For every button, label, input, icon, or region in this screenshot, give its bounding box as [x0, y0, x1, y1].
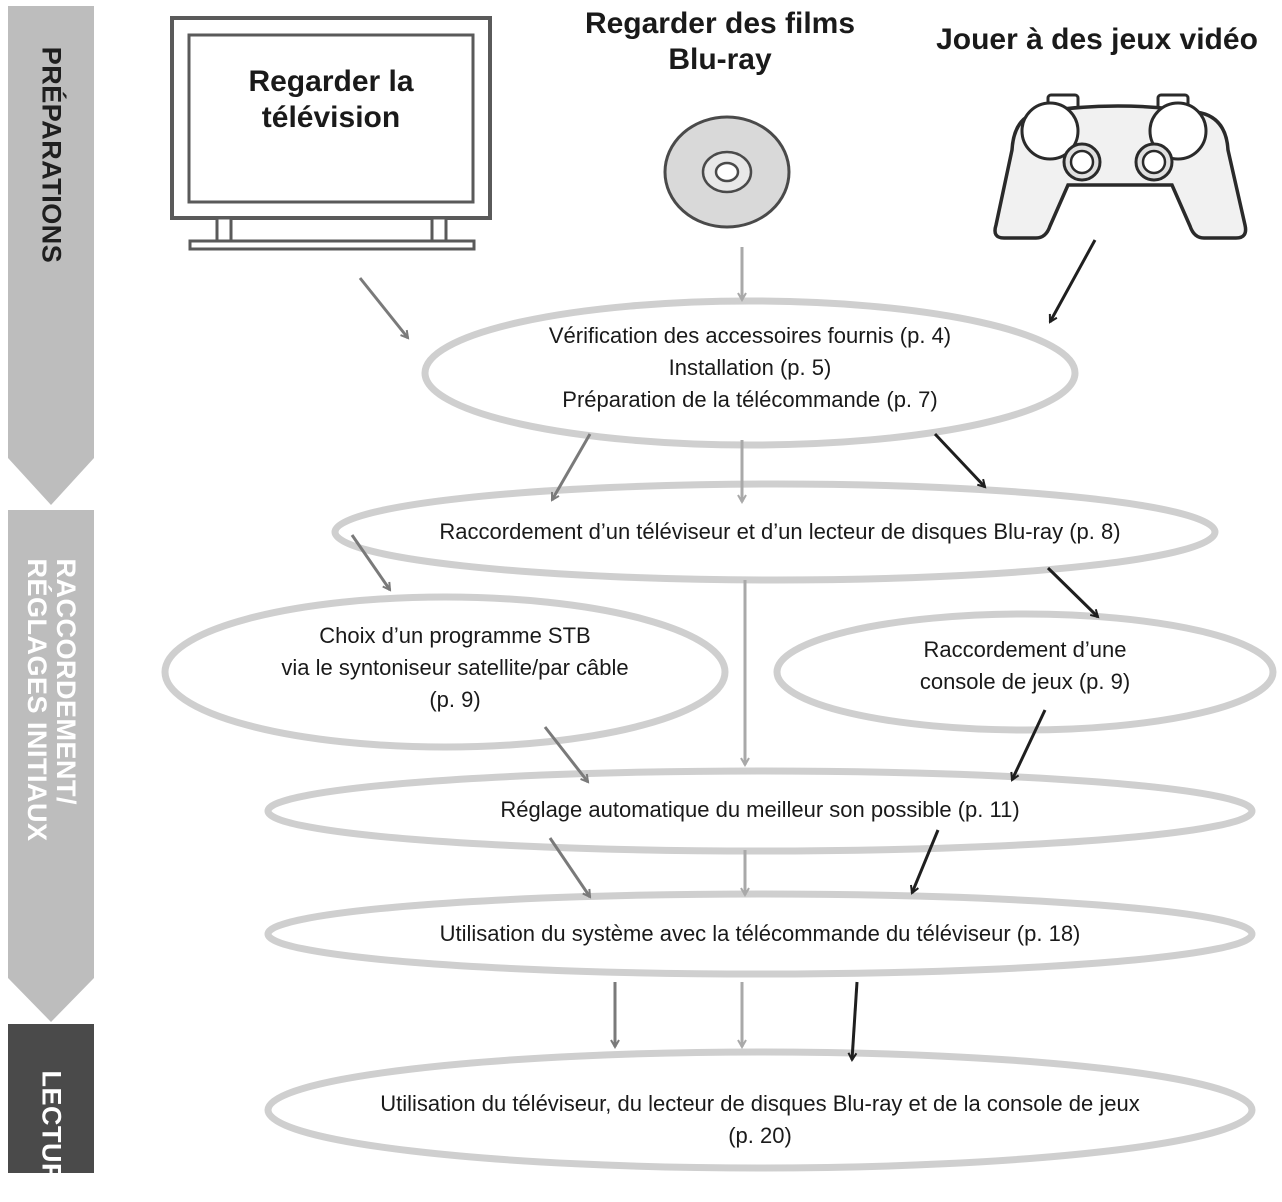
ellipse-utilisation-telecommande: [264, 890, 1256, 978]
sidebar-label-raccordement-line1: RACCORDEMENT/: [51, 558, 81, 805]
tv-icon: [170, 16, 492, 251]
ellipse-reglage-son: [264, 767, 1256, 855]
band-preparations: [8, 6, 94, 505]
sidebar-label-lecture: LECTURE: [36, 1070, 67, 1202]
arrow-reglage-to-util-right: [912, 829, 940, 893]
sidebar-label-preparations: PRÉPARATIONS: [36, 46, 67, 264]
step-preparation-line3: Préparation de la télécommande (p. 7): [562, 387, 938, 412]
step-utilisation-telecommande-line1: Utilisation du système avec la télécomma…: [439, 921, 1081, 946]
ellipse-utilisation-finale: [264, 1048, 1256, 1172]
band-raccordement: [8, 510, 94, 1022]
step-choix-stb-line2: via le syntoniseur satellite/par câble: [281, 655, 629, 680]
arrow-racc-to-stb: [350, 534, 392, 590]
header-bluray-line2: Blu-ray: [668, 43, 772, 76]
ellipse-choix-stb: [161, 593, 729, 751]
step-choix-stb: Choix d’un programme STB via le syntonis…: [200, 620, 710, 716]
step-choix-stb-line3: (p. 9): [429, 687, 481, 712]
arrow-racc-to-console: [1046, 566, 1098, 617]
ellipse-preparation: [421, 297, 1079, 449]
arrow-stb-to-reglage: [543, 726, 588, 782]
header-bluray-line1: Regarder des films: [584, 7, 856, 40]
step-console-line1: Raccordement d’une: [923, 637, 1127, 662]
header-tv: Regarder la télévision: [189, 64, 473, 136]
step-reglage-son-line1: Réglage automatique du meilleur son poss…: [500, 797, 1020, 822]
arrow-prep-to-racc-left: [550, 433, 592, 500]
arrow-util-to-final-right: [852, 981, 859, 1060]
arrow-game-to-preparation: [1048, 239, 1097, 322]
arrow-tv-to-preparation: [358, 277, 408, 338]
step-raccordement-tv: Raccordement d’un téléviseur et d’un lec…: [340, 516, 1220, 548]
header-game-line1: Jouer à des jeux vidéo: [936, 23, 1258, 56]
step-reglage-son: Réglage automatique du meilleur son poss…: [390, 794, 1130, 826]
flow-diagram: [8, 6, 1277, 1173]
gamepad-icon: [993, 93, 1248, 240]
step-choix-stb-line1: Choix d’un programme STB: [319, 623, 591, 648]
sidebar-label-raccordement-line2: RÉGLAGES INITIAUX: [22, 558, 52, 842]
step-utilisation-finale-line2: (p. 20): [728, 1123, 792, 1148]
arrow-prep-to-racc-right: [933, 432, 985, 487]
header-tv-line2: télévision: [261, 101, 401, 134]
sidebar-label-raccordement: RACCORDEMENT/ RÉGLAGES INITIAUX: [22, 558, 81, 842]
step-raccordement-tv-line1: Raccordement d’un téléviseur et d’un lec…: [439, 519, 1121, 544]
disc-icon: [663, 115, 791, 229]
step-preparation-line2: Installation (p. 5): [668, 355, 832, 380]
ellipse-raccordement-tv: [331, 480, 1219, 584]
step-utilisation-telecommande: Utilisation du système avec la télécomma…: [330, 918, 1190, 950]
arrow-console-to-reglage: [1012, 709, 1047, 780]
step-preparation-line1: Vérification des accessoires fournis (p.…: [548, 323, 952, 348]
header-game: Jouer à des jeux vidéo: [912, 22, 1282, 58]
step-console: Raccordement d’une console de jeux (p. 9…: [850, 634, 1200, 698]
header-tv-line1: Regarder la: [248, 65, 414, 98]
step-preparation: Vérification des accessoires fournis (p.…: [450, 320, 1050, 416]
step-console-line2: console de jeux (p. 9): [919, 669, 1131, 694]
band-lecture: [8, 1024, 94, 1173]
step-utilisation-finale: Utilisation du téléviseur, du lecteur de…: [260, 1088, 1260, 1152]
step-utilisation-finale-line1: Utilisation du téléviseur, du lecteur de…: [380, 1091, 1140, 1116]
arrow-reglage-to-util-left: [548, 837, 592, 897]
header-bluray: Regarder des films Blu-ray: [520, 6, 920, 78]
ellipse-console: [773, 610, 1277, 734]
